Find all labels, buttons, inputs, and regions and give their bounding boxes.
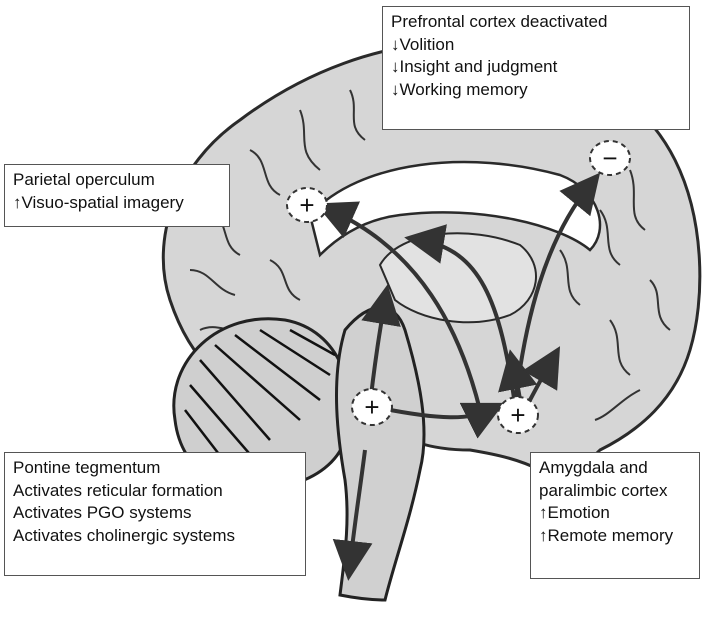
pontine-pgo: Activates PGO systems	[13, 502, 297, 525]
up-arrow-icon: ↑	[539, 526, 548, 545]
up-arrow-icon: ↑	[13, 193, 22, 212]
parietal-imagery: ↑Visuo-spatial imagery	[13, 192, 221, 215]
amygdala-title-2: paralimbic cortex	[539, 480, 691, 503]
prefrontal-title: Prefrontal cortex deactivated	[391, 11, 681, 34]
parietal-title: Parietal operculum	[13, 169, 221, 192]
pontine-label-box: Pontine tegmentum Activates reticular fo…	[4, 452, 306, 576]
svg-text:−: −	[602, 143, 617, 173]
pontine-cholinergic: Activates cholinergic systems	[13, 525, 297, 548]
pontine-title: Pontine tegmentum	[13, 457, 297, 480]
down-arrow-icon: ↓	[391, 80, 400, 99]
down-arrow-icon: ↓	[391, 57, 400, 76]
up-arrow-icon: ↑	[539, 503, 548, 522]
svg-text:+: +	[364, 392, 379, 422]
svg-text:+: +	[299, 190, 314, 220]
prefrontal-volition: ↓Volition	[391, 34, 681, 57]
marker-amygdala-plus: +	[498, 397, 538, 433]
amygdala-remote-memory: ↑Remote memory	[539, 525, 691, 548]
prefrontal-label-box: Prefrontal cortex deactivated ↓Volition …	[382, 6, 690, 130]
marker-pontine-plus: +	[352, 389, 392, 425]
prefrontal-working-memory: ↓Working memory	[391, 79, 681, 102]
prefrontal-insight: ↓Insight and judgment	[391, 56, 681, 79]
amygdala-label-box: Amygdala and paralimbic cortex ↑Emotion …	[530, 452, 700, 579]
svg-text:+: +	[510, 400, 525, 430]
amygdala-title-1: Amygdala and	[539, 457, 691, 480]
parietal-label-box: Parietal operculum ↑Visuo-spatial imager…	[4, 164, 230, 227]
marker-parietal-plus: +	[287, 188, 327, 222]
marker-prefrontal-minus: −	[590, 141, 630, 175]
pontine-reticular: Activates reticular formation	[13, 480, 297, 503]
down-arrow-icon: ↓	[391, 35, 400, 54]
amygdala-emotion: ↑Emotion	[539, 502, 691, 525]
